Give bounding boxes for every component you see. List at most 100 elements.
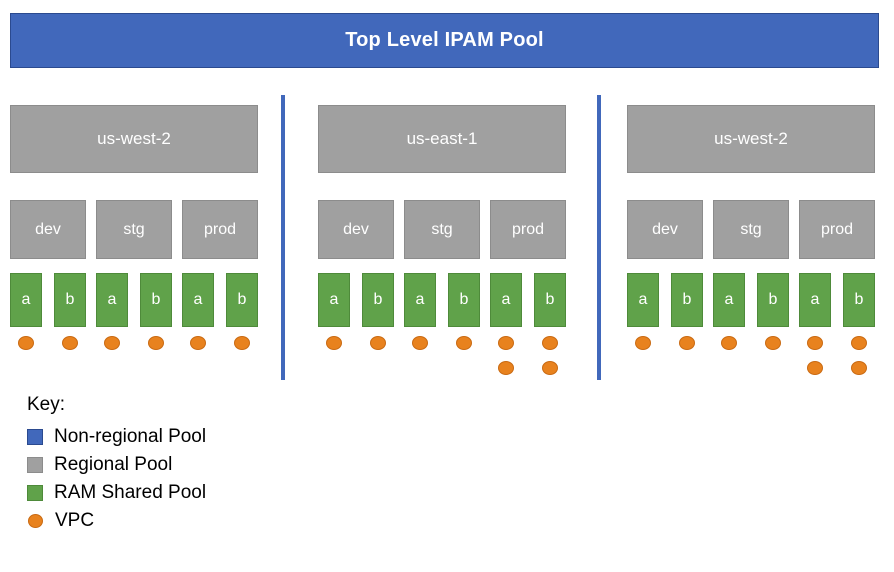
legend-item-ram-shared-pool: RAM Shared Pool [27, 479, 206, 507]
az-cell: a [10, 273, 42, 350]
ram-shared-pool-box: a [10, 273, 42, 327]
ram-shared-pool-box: b [757, 273, 789, 327]
legend-item-label: Non-regional Pool [54, 426, 207, 447]
vpc-dot [498, 361, 514, 375]
az-cell: a [490, 273, 522, 375]
environment-row: dev stg prod [627, 200, 877, 259]
ram-shared-pool-box: b [226, 273, 258, 327]
az-cell: b [54, 273, 86, 350]
green-square-swatch-icon [27, 485, 43, 501]
az-group-prod: a b [490, 273, 566, 375]
legend: Key: Non-regional Pool Regional Pool RAM… [27, 394, 206, 535]
gray-square-swatch-icon [27, 457, 43, 473]
vpc-dot [765, 336, 781, 350]
az-group-stg: a b [404, 273, 480, 375]
env-box-prod: prod [490, 200, 566, 259]
env-box-prod: prod [799, 200, 875, 259]
vpc-dot [62, 336, 78, 350]
vpc-dot [542, 361, 558, 375]
az-group-dev: a b [10, 273, 86, 350]
availability-zone-row: a b a b a [627, 273, 877, 375]
vpc-dot [456, 336, 472, 350]
availability-zone-row: a b a b a [10, 273, 260, 350]
top-level-ipam-pool-banner: Top Level IPAM Pool [10, 13, 879, 68]
ram-shared-pool-box: b [671, 273, 703, 327]
vpc-dot [190, 336, 206, 350]
az-cell: a [713, 273, 745, 375]
env-box-stg: stg [713, 200, 789, 259]
ram-shared-pool-box: a [404, 273, 436, 327]
vpc-dot [18, 336, 34, 350]
vpc-dot [721, 336, 737, 350]
ram-shared-pool-box: b [54, 273, 86, 327]
vpc-dot [370, 336, 386, 350]
vpc-dot [851, 336, 867, 350]
az-cell: a [182, 273, 214, 350]
az-group-dev: a b [318, 273, 394, 375]
ram-shared-pool-box: b [534, 273, 566, 327]
ram-shared-pool-box: b [140, 273, 172, 327]
legend-item-non-regional-pool: Non-regional Pool [27, 423, 206, 451]
region-pool-box: us-east-1 [318, 105, 566, 173]
az-cell: b [448, 273, 480, 375]
az-cell: b [671, 273, 703, 375]
az-cell: b [534, 273, 566, 375]
region-column-1: us-east-1 dev stg prod a b a [318, 105, 568, 375]
environment-row: dev stg prod [10, 200, 260, 259]
region-column-2: us-west-2 dev stg prod a b a [627, 105, 877, 375]
vpc-dot [679, 336, 695, 350]
ram-shared-pool-box: a [713, 273, 745, 327]
az-group-prod: a b [799, 273, 875, 375]
az-group-stg: a b [96, 273, 172, 350]
region-pool-box: us-west-2 [627, 105, 875, 173]
column-divider-2 [597, 95, 601, 380]
ram-shared-pool-box: a [318, 273, 350, 327]
blue-square-swatch-icon [27, 429, 43, 445]
ram-shared-pool-box: b [448, 273, 480, 327]
ram-shared-pool-box: a [96, 273, 128, 327]
env-box-stg: stg [404, 200, 480, 259]
az-cell: b [757, 273, 789, 375]
vpc-dot [148, 336, 164, 350]
region-column-0: us-west-2 dev stg prod a b a [10, 105, 260, 350]
vpc-dot [412, 336, 428, 350]
vpc-dot [851, 361, 867, 375]
legend-item-vpc: VPC [27, 507, 206, 535]
env-box-dev: dev [627, 200, 703, 259]
az-cell: b [226, 273, 258, 350]
vpc-dot [326, 336, 342, 350]
vpc-dot [104, 336, 120, 350]
legend-item-label: VPC [55, 510, 95, 531]
vpc-dot [542, 336, 558, 350]
ram-shared-pool-box: a [799, 273, 831, 327]
az-cell: a [96, 273, 128, 350]
legend-title: Key: [27, 394, 66, 415]
az-group-dev: a b [627, 273, 703, 375]
vpc-dot [234, 336, 250, 350]
ram-shared-pool-box: b [362, 273, 394, 327]
region-pool-box: us-west-2 [10, 105, 258, 173]
az-group-stg: a b [713, 273, 789, 375]
az-cell: b [362, 273, 394, 375]
column-divider-1 [281, 95, 285, 380]
env-box-prod: prod [182, 200, 258, 259]
az-cell: b [140, 273, 172, 350]
env-box-dev: dev [318, 200, 394, 259]
az-cell: b [843, 273, 875, 375]
ram-shared-pool-box: a [490, 273, 522, 327]
az-cell: a [318, 273, 350, 375]
az-cell: a [627, 273, 659, 375]
az-cell: a [799, 273, 831, 375]
environment-row: dev stg prod [318, 200, 568, 259]
ram-shared-pool-box: b [843, 273, 875, 327]
availability-zone-row: a b a b a [318, 273, 568, 375]
env-box-dev: dev [10, 200, 86, 259]
vpc-dot [807, 336, 823, 350]
legend-item-regional-pool: Regional Pool [27, 451, 206, 479]
az-group-prod: a b [182, 273, 258, 350]
ram-shared-pool-box: a [627, 273, 659, 327]
legend-item-label: Regional Pool [54, 454, 173, 475]
vpc-dot [498, 336, 514, 350]
legend-item-label: RAM Shared Pool [54, 482, 207, 503]
